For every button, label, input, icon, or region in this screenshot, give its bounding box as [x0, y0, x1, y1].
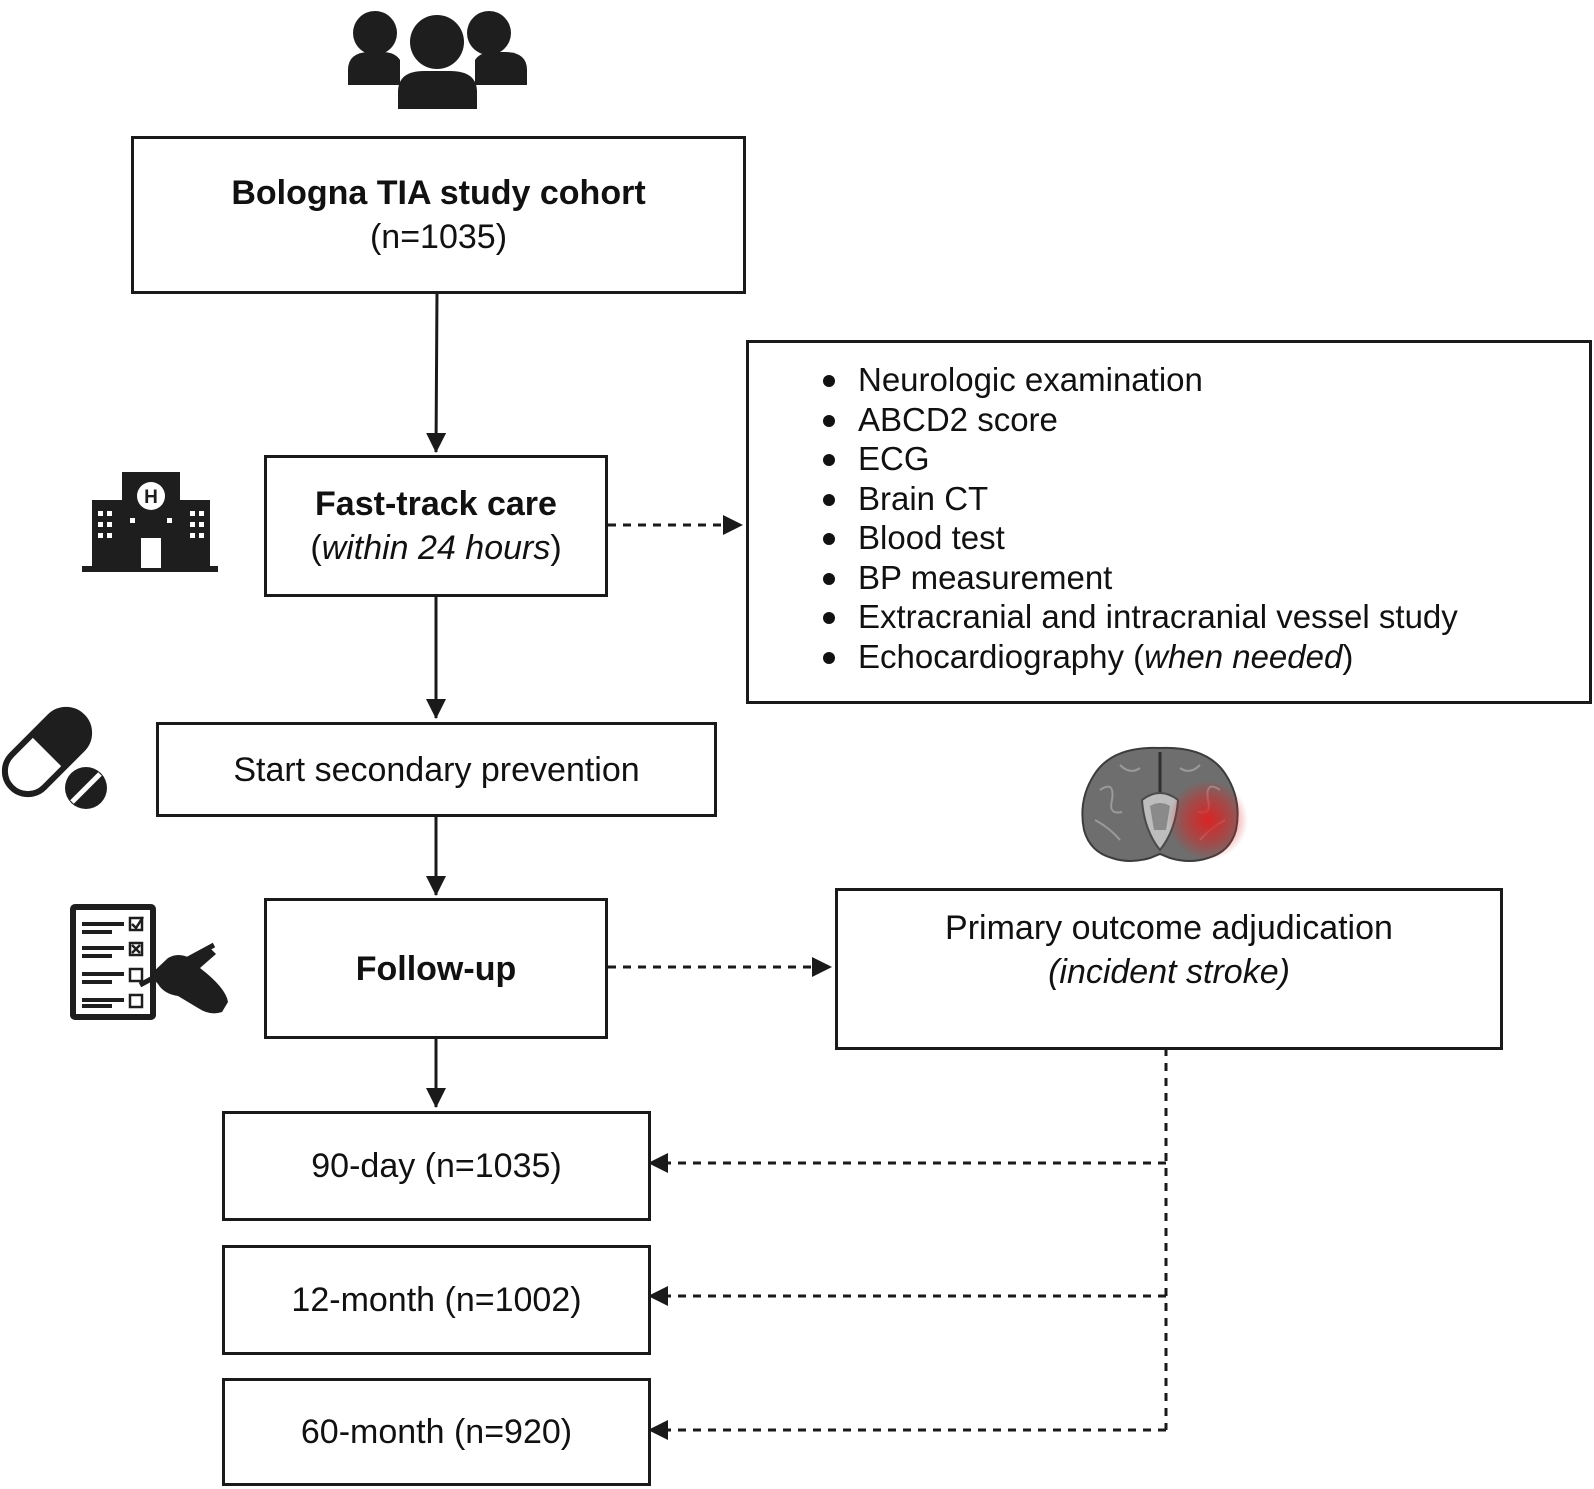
workup-item: Brain CT: [823, 479, 1458, 519]
workup-item-echocardiography: Echocardiography (when needed): [823, 637, 1458, 677]
fast-track-timing: within 24 hours: [321, 529, 551, 567]
svg-text:H: H: [144, 487, 158, 508]
timepoint-label: 12-month (n=1002): [291, 1281, 582, 1319]
echo-label: Echocardiography (: [858, 637, 1145, 675]
arrow-cohort-to-fasttrack: [426, 290, 447, 453]
echo-condition: when needed: [1144, 637, 1343, 675]
follow-up-box: Follow-up: [264, 898, 608, 1039]
prevention-box: Start secondary prevention: [156, 722, 717, 817]
follow-up-label: Follow-up: [355, 949, 517, 988]
timepoint-label: 60-month (n=920): [300, 1413, 573, 1451]
workup-item: Extracranial and intracranial vessel stu…: [823, 598, 1458, 635]
cohort-title: Bologna TIA study cohort: [231, 174, 646, 212]
prevention-label: Start secondary prevention: [233, 750, 640, 789]
timepoint-label: 90-day (n=1035): [311, 1147, 562, 1185]
workup-box: [746, 340, 1592, 704]
hospital-icon: H: [82, 472, 218, 572]
paren-close: ): [1342, 637, 1354, 675]
paren-open: (: [310, 529, 322, 567]
fast-track-subtitle: (within 24 hours): [310, 526, 561, 570]
workup-item: BP measurement: [823, 558, 1458, 598]
checklist-icon: [70, 904, 228, 1020]
workup-item: Neurologic examination: [823, 360, 1458, 400]
workup-item: ABCD2 score: [823, 400, 1458, 440]
fast-track-title: Fast-track care: [315, 485, 557, 523]
fast-track-box: Fast-track care (within 24 hours): [264, 455, 608, 597]
pill-icon: [1, 706, 107, 809]
timepoint-box-90day: 90-day (n=1035): [222, 1111, 651, 1221]
people-icon: [348, 11, 527, 109]
outcome-title: Primary outcome adjudication: [945, 909, 1393, 947]
cohort-box: Bologna TIA study cohort (n=1035): [131, 136, 746, 294]
outcome-box: Primary outcome adjudication (incident s…: [835, 888, 1503, 1050]
workup-item: ECG: [823, 439, 1458, 479]
cohort-count: (n=1035): [369, 218, 508, 256]
timepoint-box-60month: 60-month (n=920): [222, 1378, 651, 1486]
workup-item: Blood test: [823, 518, 1458, 558]
paren-close: ): [550, 529, 562, 567]
workup-list: Neurologic examination ABCD2 score ECG B…: [823, 360, 1458, 677]
timepoint-box-12month: 12-month (n=1002): [222, 1245, 651, 1355]
brain-icon: [1081, 746, 1248, 862]
outcome-subtitle: (incident stroke): [1048, 953, 1290, 991]
